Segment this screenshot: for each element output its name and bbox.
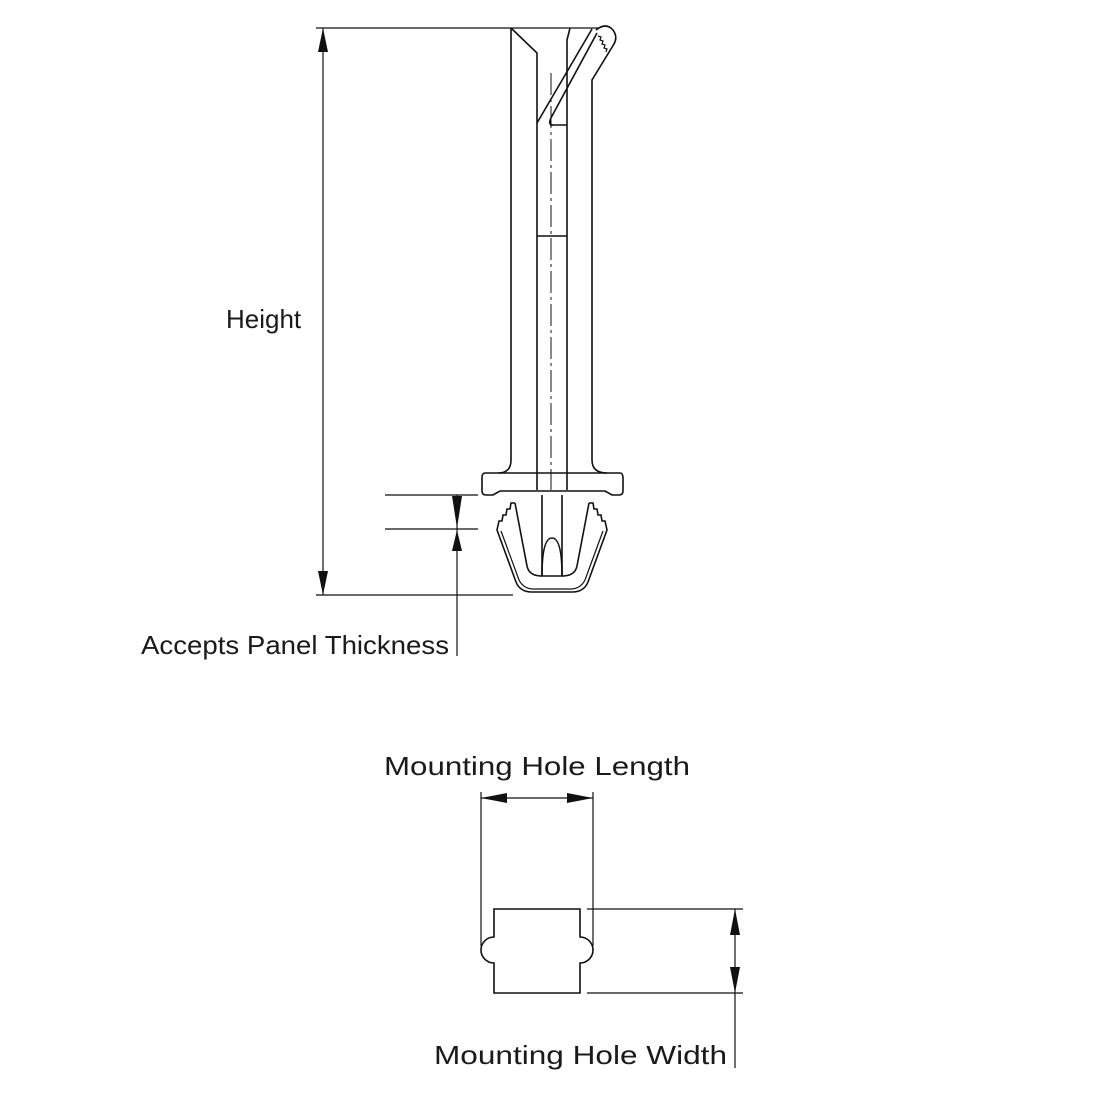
- hole-width-label: Mounting Hole Width: [434, 1040, 727, 1070]
- height-dimension: [316, 27, 598, 596]
- arrow-up-icon: [452, 530, 462, 551]
- spacer-side-view: [481, 25, 624, 593]
- arrow-left-icon: [481, 793, 507, 803]
- panel-thickness-dimension: [385, 494, 478, 656]
- height-label: Height: [226, 304, 302, 334]
- hole-length-label: Mounting Hole Length: [384, 751, 690, 781]
- arrow-down-icon: [318, 571, 328, 595]
- arrow-up-icon: [730, 909, 740, 935]
- arrow-down-icon: [730, 967, 740, 993]
- arrow-up-icon: [318, 28, 328, 52]
- arrow-right-icon: [567, 793, 593, 803]
- panel-thickness-label: Accepts Panel Thickness: [141, 630, 449, 660]
- mounting-hole-view: [480, 792, 743, 1068]
- arrow-down-icon: [452, 496, 462, 528]
